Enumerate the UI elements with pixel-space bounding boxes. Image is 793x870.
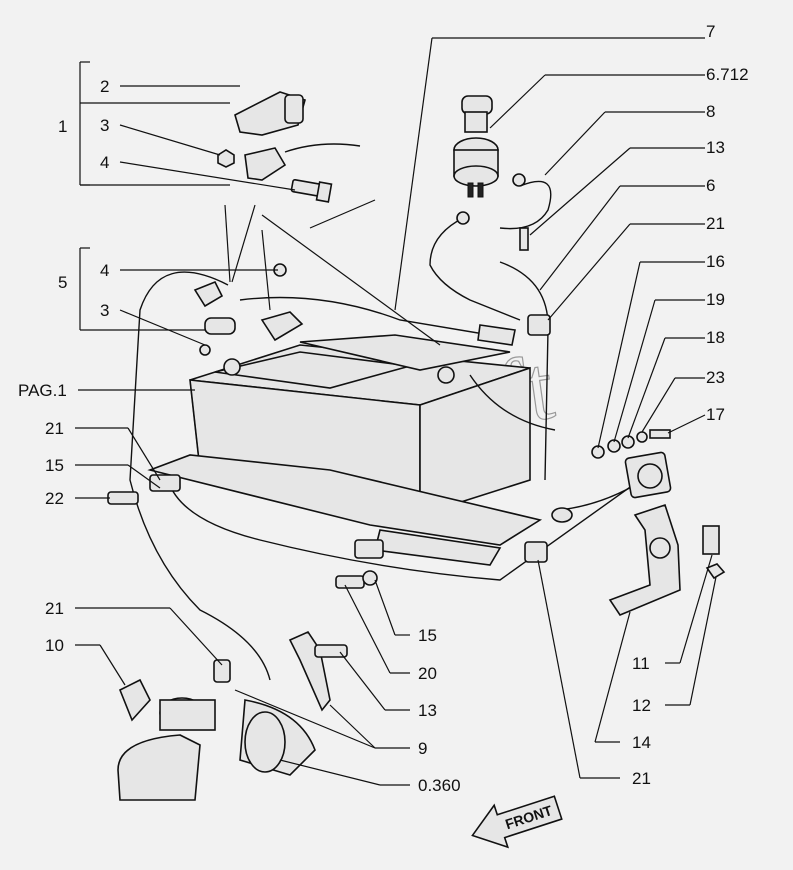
leader-lines xyxy=(75,37,717,786)
label-21-lower: 21 xyxy=(45,599,64,618)
label-pag1: PAG.1 xyxy=(18,381,67,400)
label-9: 9 xyxy=(418,739,427,758)
label-3-top: 3 xyxy=(100,116,109,135)
terminal-clamp xyxy=(244,143,361,181)
ignition-switch xyxy=(453,95,499,198)
bracket xyxy=(608,503,726,616)
callout-labels: 1 2 3 4 4 5 3 PAG.1 21 15 22 21 10 7 6.7… xyxy=(18,22,749,795)
cables xyxy=(129,211,641,681)
front-arrow: FRONT xyxy=(471,795,563,849)
label-12: 12 xyxy=(632,696,651,715)
label-3-mid: 3 xyxy=(100,301,109,320)
label-5: 5 xyxy=(58,273,67,292)
label-4-mid: 4 xyxy=(100,261,109,280)
label-19: 19 xyxy=(706,290,725,309)
label-4-top: 4 xyxy=(100,153,109,172)
label-6: 6 xyxy=(706,176,715,195)
label-17: 17 xyxy=(706,405,725,424)
label-8: 8 xyxy=(706,102,715,121)
left-clamp-parts xyxy=(193,263,304,356)
label-10: 10 xyxy=(45,636,64,655)
jumper-cable xyxy=(499,173,552,251)
socket xyxy=(591,429,672,499)
terminal-cover xyxy=(234,91,306,136)
starter-motor xyxy=(117,630,348,801)
label-7: 7 xyxy=(706,22,715,41)
clips xyxy=(107,474,548,683)
nut xyxy=(217,149,235,168)
label-6712: 6.712 xyxy=(706,65,749,84)
label-13-right: 13 xyxy=(706,138,725,157)
label-0360: 0.360 xyxy=(418,776,461,795)
label-15-left: 15 xyxy=(45,456,64,475)
label-2: 2 xyxy=(100,77,109,96)
label-16: 16 xyxy=(706,252,725,271)
bolt xyxy=(290,179,333,203)
label-20: 20 xyxy=(418,664,437,683)
label-23: 23 xyxy=(706,368,725,387)
label-14: 14 xyxy=(632,733,651,752)
label-22: 22 xyxy=(45,489,64,508)
label-21-right: 21 xyxy=(706,214,725,233)
label-1: 1 xyxy=(58,117,67,136)
label-13-bottom: 13 xyxy=(418,701,437,720)
label-18: 18 xyxy=(706,328,725,347)
battery-tray xyxy=(147,454,543,566)
label-15-bottom: 15 xyxy=(418,626,437,645)
label-21-bottom: 21 xyxy=(632,769,651,788)
label-11: 11 xyxy=(632,654,650,673)
label-21-left: 21 xyxy=(45,419,64,438)
